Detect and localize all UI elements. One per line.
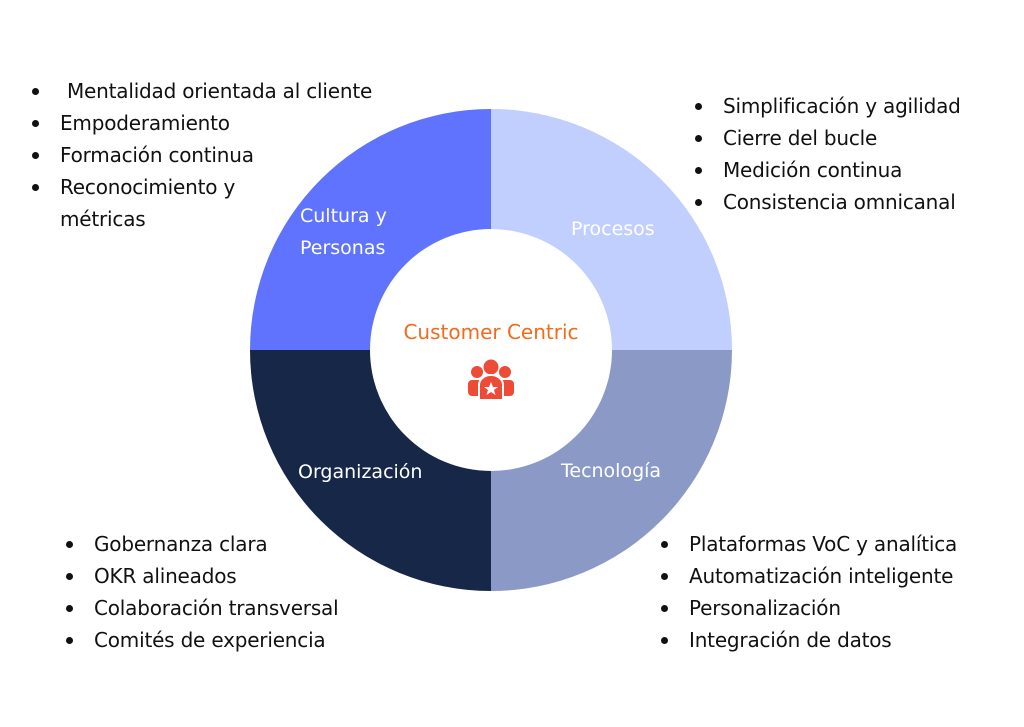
list-item: Formación continua: [30, 139, 430, 171]
list-item: Colaboración transversal: [64, 592, 424, 624]
quadrant-label-procesos: Procesos: [571, 218, 655, 240]
list-item: OKR alineados: [64, 560, 424, 592]
list-item: Medición continua: [693, 154, 1023, 186]
list-item: Consistencia omnicanal: [693, 186, 1023, 218]
quadrant-label-organizacion: Organización: [298, 461, 423, 483]
label-line: Personas: [300, 237, 386, 259]
list-item: Simplificación y agilidad: [693, 90, 1023, 122]
list-item: Plataformas VoC y analítica: [659, 528, 1019, 560]
list-item: Gobernanza clara: [64, 528, 424, 560]
list-item: Mentalidad orientada al cliente: [30, 75, 430, 107]
customer-group-icon: [468, 359, 514, 401]
list-item: Integración de datos: [659, 624, 1019, 656]
list-item: Comités de experiencia: [64, 624, 424, 656]
list-tecnologia: Plataformas VoC y analítica Automatizaci…: [659, 528, 1019, 656]
list-item: Automatización inteligente: [659, 560, 1019, 592]
label-line: Cultura y: [300, 205, 387, 227]
list-item: Cierre del bucle: [693, 122, 1023, 154]
quadrant-label-tecnologia: Tecnología: [561, 460, 662, 482]
list-item: Empoderamiento: [30, 107, 430, 139]
quadrant-label-cultura: Cultura y Personas: [300, 200, 387, 264]
list-organizacion: Gobernanza clara OKR alineados Colaborac…: [64, 528, 424, 656]
center-circle: [370, 229, 612, 471]
list-procesos: Simplificación y agilidad Cierre del buc…: [693, 90, 1023, 218]
list-cultura: Mentalidad orientada al cliente Empodera…: [30, 75, 430, 235]
list-item: Reconocimiento y métricas: [30, 171, 260, 235]
center-title: Customer Centric: [403, 320, 579, 344]
list-item: Personalización: [659, 592, 1019, 624]
